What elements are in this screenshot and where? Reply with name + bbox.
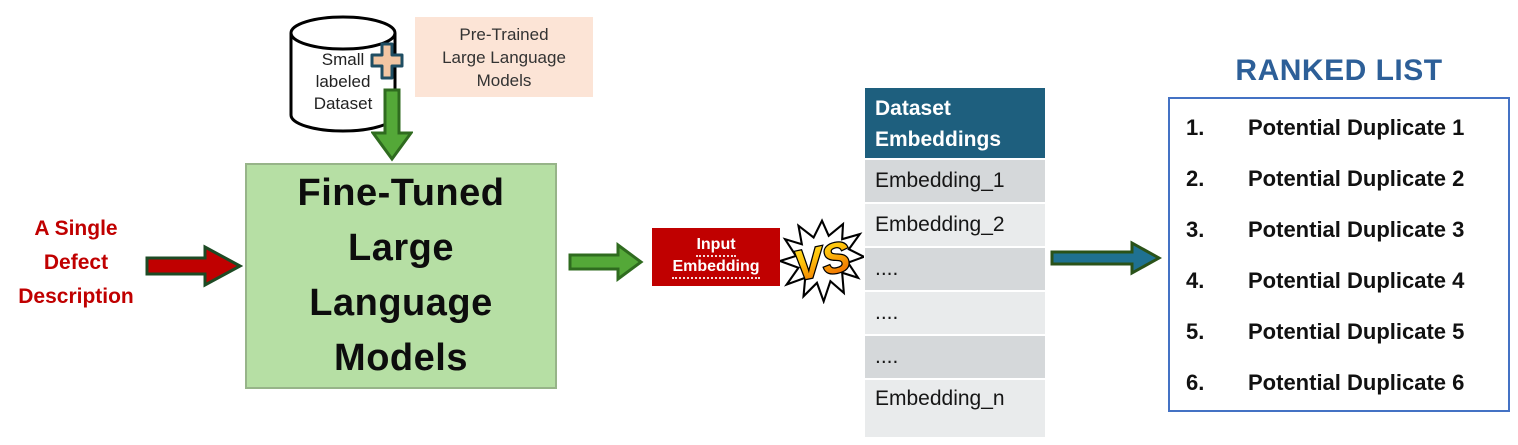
- small-dataset-label: Small labeled Dataset: [313, 50, 373, 113]
- rank-number: 1.: [1186, 115, 1205, 140]
- starburst-icon: VS: [776, 218, 867, 305]
- input-embedding-line2: Embedding: [672, 257, 760, 279]
- fine-tuned-llm-label: Fine-Tuned Large Language Models: [297, 172, 505, 379]
- down-arrow: [371, 88, 413, 162]
- database-cylinder-icon: [289, 15, 397, 133]
- input-embedding-box: Input Embedding: [652, 228, 780, 286]
- input-embedding-line1: Input: [696, 235, 736, 257]
- rank-label: Potential Duplicate 5: [1248, 319, 1465, 344]
- plus-icon: [370, 42, 404, 80]
- pretrained-llm-box: Pre-Trained Large Language Models: [415, 17, 593, 97]
- teal-arrow: [1050, 240, 1162, 276]
- defect-description-label: A Single Defect Description: [18, 217, 134, 308]
- rank-label: Potential Duplicate 4: [1248, 268, 1465, 293]
- ranked-list-item: 2. Potential Duplicate 2: [1186, 166, 1502, 192]
- ranked-list-item: 4. Potential Duplicate 4: [1186, 268, 1502, 294]
- vs-badge: VS: [776, 218, 867, 305]
- table-row: ....: [865, 292, 1045, 334]
- rank-label: Potential Duplicate 2: [1248, 166, 1465, 191]
- small-dataset-cylinder: Small labeled Dataset: [285, 13, 401, 135]
- red-arrow: [145, 244, 243, 288]
- rank-label: Potential Duplicate 1: [1248, 115, 1465, 140]
- rank-number: 2.: [1186, 166, 1205, 191]
- table-row: Embedding_1: [865, 160, 1045, 202]
- green-arrow-right: [568, 242, 644, 282]
- ranked-list-item: 1. Potential Duplicate 1: [1186, 115, 1502, 141]
- table-header: Dataset Embeddings: [865, 88, 1045, 158]
- rank-label: Potential Duplicate 6: [1248, 370, 1465, 395]
- ranked-list-item: 6. Potential Duplicate 6: [1186, 370, 1502, 396]
- ranked-list-item: 3. Potential Duplicate 3: [1186, 217, 1502, 243]
- table-row: Embedding_n: [865, 380, 1045, 437]
- dataset-embeddings-table: Dataset Embeddings Embedding_1 Embedding…: [865, 88, 1045, 437]
- vs-label: VS: [790, 232, 855, 290]
- ranked-list-title: RANKED LIST: [1235, 54, 1443, 87]
- fine-tuned-llm-box: Fine-Tuned Large Language Models: [245, 163, 557, 389]
- table-row: Embedding_2: [865, 204, 1045, 246]
- ranked-list-item: 5. Potential Duplicate 5: [1186, 319, 1502, 345]
- rank-number: 6.: [1186, 370, 1205, 395]
- rank-label: Potential Duplicate 3: [1248, 217, 1465, 242]
- rank-number: 4.: [1186, 268, 1205, 293]
- rank-number: 5.: [1186, 319, 1205, 344]
- table-row: ....: [865, 336, 1045, 378]
- rank-number: 3.: [1186, 217, 1205, 242]
- table-row: ....: [865, 248, 1045, 290]
- ranked-list-box: 1. Potential Duplicate 1 2. Potential Du…: [1168, 97, 1510, 412]
